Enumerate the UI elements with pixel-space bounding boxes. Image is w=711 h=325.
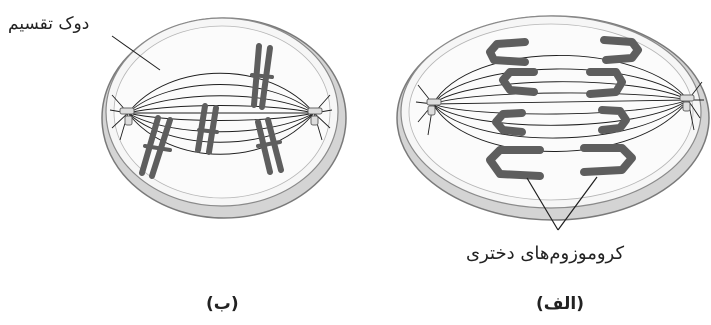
panel-alef-cell (397, 16, 709, 230)
panel-b-caption: (ب) (206, 294, 239, 314)
panel-alef-caption: (الف) (536, 294, 584, 314)
daughter-chromosomes-label: کروموزوم‌های دختری (466, 243, 624, 264)
spindle-label: دوک تقسیم (8, 14, 89, 34)
panel-b-cell (102, 18, 346, 218)
